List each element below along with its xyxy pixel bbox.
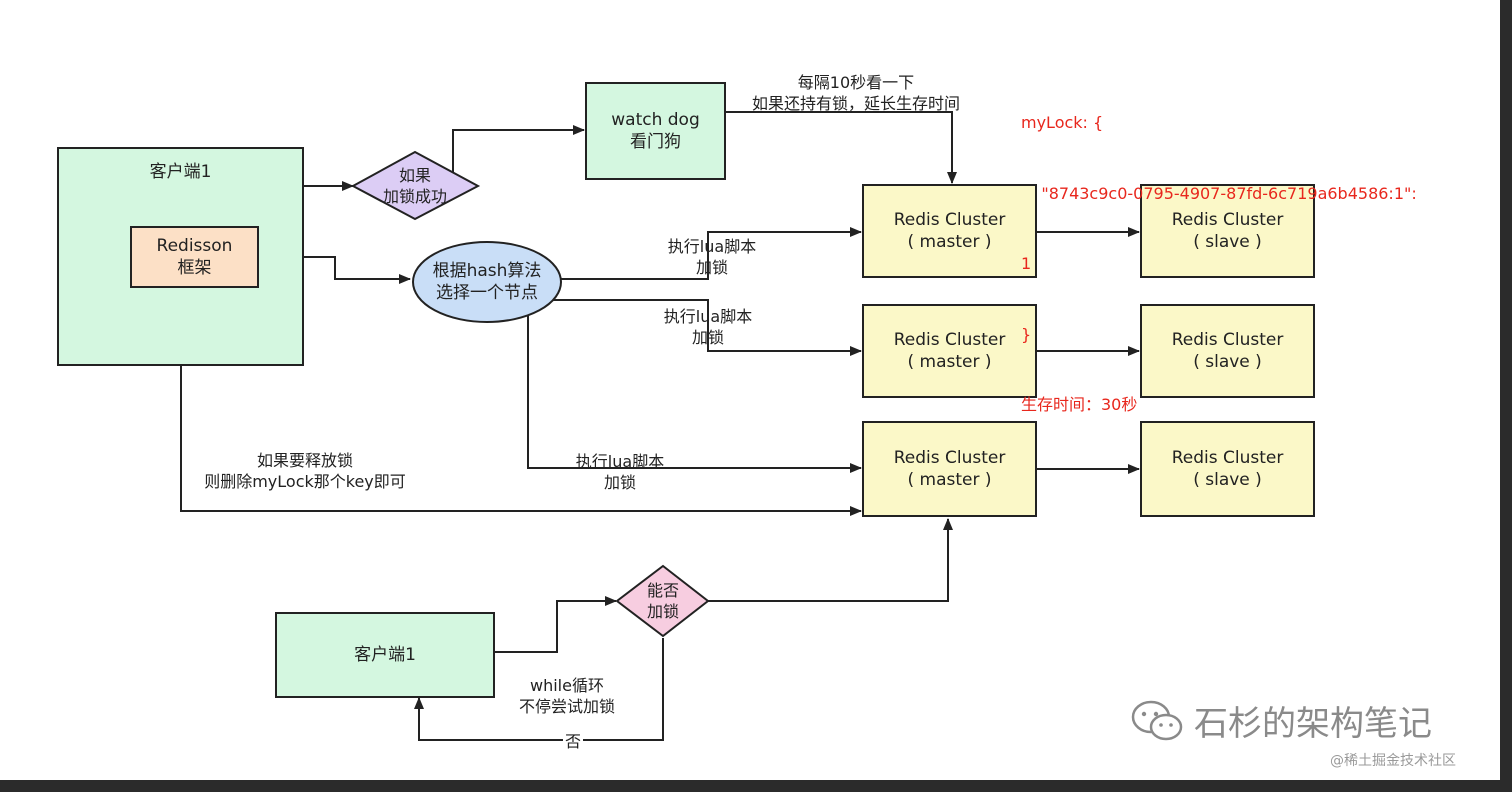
redisson-box: Redisson 框架 — [130, 226, 259, 288]
edge-hash-to-master3 — [527, 316, 862, 473]
master3-line2: ( master ) — [907, 470, 992, 490]
lock-info-line1: myLock: { — [1021, 113, 1104, 132]
lua2-label: 执行lua脚本 加锁 — [663, 307, 753, 347]
hash-select-label: 根据hash算法 选择一个节点 — [432, 261, 542, 303]
slave1-line2: ( slave ) — [1193, 232, 1262, 252]
release-label: 如果要释放锁 则删除myLock那个key即可 — [204, 451, 406, 491]
slave1-line1: Redis Cluster — [1171, 210, 1284, 230]
if-lock-success-diamond — [350, 150, 481, 221]
client-bottom-title: 客户端1 — [354, 645, 416, 665]
client-top-title: 客户端1 — [149, 162, 212, 182]
master2-line2: ( master ) — [907, 352, 992, 372]
edge-canlock-no-loop — [414, 638, 664, 741]
master3-line1: Redis Cluster — [893, 448, 1006, 468]
if-lock-success-label: 如果 加锁成功 — [382, 166, 448, 206]
can-lock-diamond — [615, 564, 710, 638]
client-top-box: 客户端1 — [57, 147, 304, 366]
master3-box: Redis Cluster ( master ) — [862, 421, 1037, 517]
watchdog-line2: 看门狗 — [630, 132, 681, 152]
master2-box: Redis Cluster ( master ) — [862, 304, 1037, 398]
lock-info-text: myLock: { "8743c9c0-0795-4907-87fd-6c719… — [1021, 64, 1417, 440]
slave2-line1: Redis Cluster — [1171, 330, 1284, 350]
right-frame-bar — [1500, 0, 1512, 792]
redisson-line1: Redisson — [156, 236, 233, 256]
slave3-box: Redis Cluster ( slave ) — [1140, 421, 1315, 517]
master1-line1: Redis Cluster — [893, 210, 1006, 230]
no-label: 否 — [562, 731, 584, 752]
edge-watchdog-to-master1 — [726, 111, 957, 184]
redisson-line2: 框架 — [177, 258, 212, 278]
lock-info-line3: 1 — [1021, 254, 1032, 273]
lock-info-line2: "8743c9c0-0795-4907-87fd-6c719a6b4586:1"… — [1021, 183, 1417, 203]
watchdog-note-label: 每隔10秒看一下 如果还持有锁，延长生存时间 — [751, 73, 961, 113]
watchdog-line1: watch dog — [611, 110, 700, 130]
slave3-line2: ( slave ) — [1193, 470, 1262, 490]
site-credit: @稀土掘金技术社区 — [1330, 753, 1456, 769]
edge-hash-to-master2 — [549, 299, 862, 356]
master1-line2: ( master ) — [907, 232, 992, 252]
slave3-line1: Redis Cluster — [1171, 448, 1284, 468]
lua3-label: 执行lua脚本 加锁 — [575, 452, 665, 492]
watermark-text: 石杉的架构笔记 — [1194, 704, 1432, 744]
edge-release-to-master3 — [180, 366, 862, 516]
lock-info-line4: } — [1021, 324, 1032, 344]
edge-if-to-watchdog — [452, 125, 585, 175]
can-lock-label: 能否 加锁 — [646, 581, 680, 621]
hash-select-ellipse — [412, 241, 562, 323]
slave2-box: Redis Cluster ( slave ) — [1140, 304, 1315, 398]
client-bottom-box: 客户端1 — [275, 612, 495, 698]
watchdog-box: watch dog 看门狗 — [585, 82, 726, 180]
wechat-icon — [1131, 700, 1183, 740]
edge-client2-to-canlock — [495, 596, 617, 653]
watermark: 石杉的架构笔记 — [1130, 696, 1432, 745]
slave1-box: Redis Cluster ( slave ) — [1140, 184, 1315, 278]
edge-hash-to-master1 — [555, 227, 862, 280]
lua1-label: 执行lua脚本 加锁 — [667, 237, 757, 277]
edge-canlock-to-master3 — [708, 518, 953, 602]
while-loop-label: while循环 不停尝试加锁 — [518, 676, 616, 716]
slave2-line2: ( slave ) — [1193, 352, 1262, 372]
bottom-frame-bar — [0, 780, 1512, 792]
lock-info-line5: 生存时间：30秒 — [1021, 395, 1138, 414]
master2-line1: Redis Cluster — [893, 330, 1006, 350]
master1-box: Redis Cluster ( master ) — [862, 184, 1037, 278]
